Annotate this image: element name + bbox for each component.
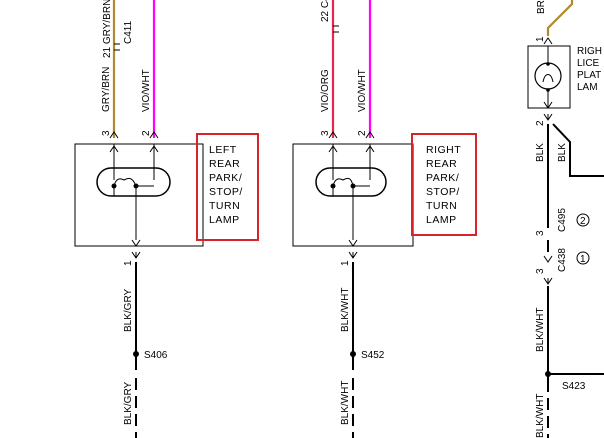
left-lamp-circuit: 21 GRY/BRN C411 GRY/BRN VIO/WHT 3 2 LEFT… bbox=[74, 0, 259, 438]
left-splice-dot bbox=[133, 351, 139, 357]
license-connector-c438: C438 bbox=[557, 248, 568, 272]
license-ground-label: BLK/WHT bbox=[535, 308, 546, 352]
center-top-circuit-label: 22 C4 bbox=[320, 0, 331, 22]
center-lamp-name: RIGHT REAR PARK/ STOP/ TURN LAMP bbox=[426, 144, 464, 226]
center-ground-label: BLK/WHT bbox=[340, 288, 351, 332]
left-splice-label: S406 bbox=[144, 350, 168, 361]
left-pin-1: 1 bbox=[123, 260, 134, 266]
left-pin-2: 2 bbox=[141, 130, 152, 136]
license-pin-2: 2 bbox=[535, 120, 546, 126]
center-lamp-label-highlight bbox=[411, 133, 477, 236]
left-bulb-icon bbox=[96, 167, 171, 197]
center-pin-3: 3 bbox=[320, 130, 331, 136]
license-badge-2: 2 bbox=[580, 216, 586, 227]
left-ground-label: BLK/GRY bbox=[123, 289, 134, 332]
left-wire1-label: GRY/BRN bbox=[101, 67, 112, 112]
center-splice-dot bbox=[350, 351, 356, 357]
center-wire2-label: VIO/WHT bbox=[357, 69, 368, 112]
license-ground-wire-b bbox=[552, 123, 604, 177]
right-rear-lamp-circuit: 22 C4 VIO/ORG VIO/WHT 3 2 RIGHT REAR PAR… bbox=[292, 0, 477, 438]
center-bulb-icon bbox=[315, 167, 387, 197]
license-wire-b-label: BLK bbox=[557, 143, 568, 162]
left-lamp-name: LEFT REAR PARK/ STOP/ TURN LAMP bbox=[209, 144, 246, 226]
license-top-wire bbox=[546, 0, 574, 36]
license-connector-c495: C495 bbox=[557, 208, 568, 232]
license-ground-label-lower: BLK/WHT bbox=[535, 394, 546, 438]
license-lamp-name: RIGH LICE PLAT LAM bbox=[577, 46, 604, 93]
left-ground-label-lower: BLK/GRY bbox=[123, 382, 134, 425]
license-bulb-icon bbox=[534, 62, 562, 90]
license-pin-3b: 3 bbox=[535, 268, 546, 274]
license-lamp-circuit: BR 1 RIGH LICE PLAT LAM 2 BLK BLK 3 C495… bbox=[527, 0, 604, 438]
license-lamp-box bbox=[527, 45, 571, 109]
license-splice-label: S423 bbox=[562, 381, 586, 392]
left-wire2-label: VIO/WHT bbox=[141, 69, 152, 112]
license-pin-3a: 3 bbox=[535, 230, 546, 236]
license-badge-1: 1 bbox=[580, 254, 586, 265]
center-pin-2: 2 bbox=[357, 130, 368, 136]
license-wire-a-label: BLK bbox=[535, 143, 546, 162]
license-badge-1-icon bbox=[576, 251, 590, 265]
center-wire1-label: VIO/ORG bbox=[320, 69, 331, 112]
center-splice-label: S452 bbox=[361, 350, 385, 361]
left-lamp-label-highlight bbox=[196, 133, 259, 241]
license-top-wire-label: BR bbox=[536, 0, 547, 14]
license-badge-2-icon bbox=[576, 213, 590, 227]
center-ground-label-lower: BLK/WHT bbox=[340, 381, 351, 425]
center-pin-1: 1 bbox=[340, 260, 351, 266]
left-pin-3: 3 bbox=[101, 130, 112, 136]
left-lamp-box bbox=[74, 143, 204, 247]
left-connector-c411: C411 bbox=[123, 20, 134, 44]
left-top-circuit-label: 21 GRY/BRN bbox=[102, 0, 113, 58]
license-pin-1: 1 bbox=[535, 36, 546, 42]
